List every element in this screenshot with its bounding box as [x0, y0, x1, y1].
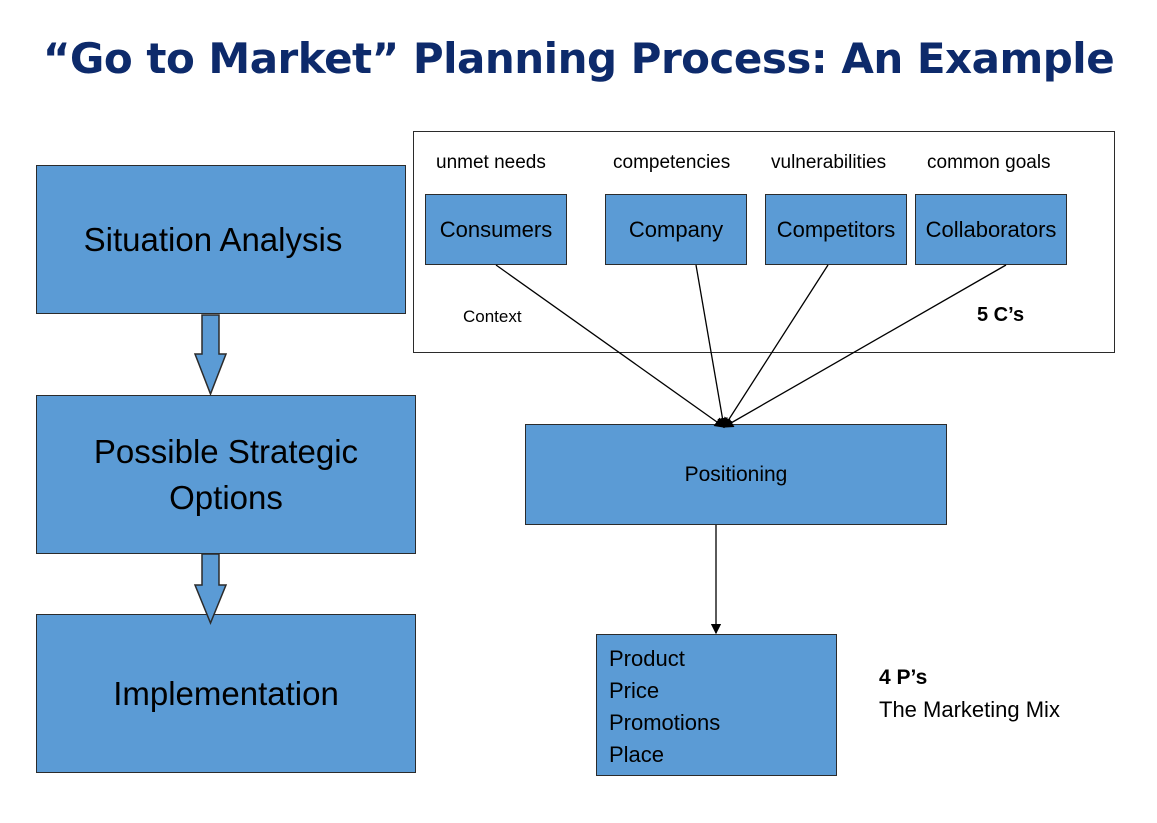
positioning-label: Positioning [684, 462, 788, 486]
competitors-label: Competitors [776, 216, 896, 242]
four-ps-label: 4 P’s [879, 666, 928, 689]
situation-analysis-box: Situation Analysis [36, 165, 406, 314]
caption-competencies: competencies [613, 152, 731, 173]
collaborators-box: Collaborators [915, 194, 1067, 265]
implementation-label: Implementation [113, 674, 339, 712]
consumers-box: Consumers [425, 194, 567, 265]
strategic-options-box: Possible Strategic Options [36, 395, 416, 554]
company-label: Company [628, 216, 724, 242]
strategic-options-label-line2: Options [169, 478, 283, 516]
caption-unmet-needs: unmet needs [436, 152, 546, 173]
marketing-mix-box: Product Price Promotions Place [596, 634, 837, 776]
mix-item-place: Place [609, 742, 665, 767]
implementation-box: Implementation [36, 614, 416, 773]
caption-vulnerabilities: vulnerabilities [771, 152, 887, 173]
collaborators-label: Collaborators [925, 216, 1057, 242]
situation-analysis-label: Situation Analysis [83, 220, 343, 258]
mix-item-product: Product [609, 646, 685, 671]
positioning-box: Positioning [525, 424, 947, 525]
strategic-options-label-line1: Possible Strategic [93, 432, 359, 470]
company-box: Company [605, 194, 747, 265]
mix-item-promotions: Promotions [609, 710, 721, 735]
marketing-mix-subtitle: The Marketing Mix [879, 697, 1060, 722]
caption-common-goals: common goals [927, 152, 1051, 173]
slide-title: “Go to Market” Planning Process: An Exam… [42, 34, 1115, 83]
consumers-label: Consumers [439, 216, 553, 242]
mix-item-price: Price [609, 678, 660, 703]
block-arrow-down-1 [193, 314, 228, 397]
context-label: Context [463, 307, 522, 326]
competitors-box: Competitors [765, 194, 907, 265]
five-cs-label: 5 C’s [977, 304, 1025, 326]
block-arrow-down-2 [193, 553, 228, 625]
